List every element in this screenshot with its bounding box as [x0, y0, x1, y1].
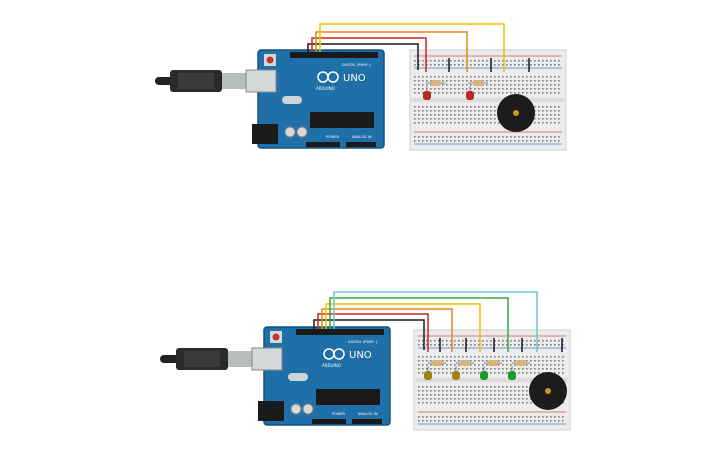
atmega-chip	[316, 389, 380, 405]
power-label: POWER	[326, 135, 340, 139]
led-red[interactable]	[466, 86, 474, 100]
digital-header	[290, 52, 378, 58]
digital-header	[296, 329, 384, 335]
digital-label: DIGITAL (PWM~)	[348, 340, 378, 344]
led-yellow[interactable]	[452, 366, 460, 380]
usb-port	[245, 69, 277, 93]
breadboard[interactable]	[409, 49, 567, 151]
digital-label: DIGITAL (PWM~)	[342, 63, 372, 67]
analog-label: ANALOG IN	[358, 412, 378, 416]
resistor[interactable]	[512, 360, 530, 366]
breadboard-holes	[418, 340, 564, 346]
led-green[interactable]	[480, 366, 488, 380]
usb-cable[interactable]	[155, 69, 277, 93]
power-jack	[258, 401, 284, 421]
piezo-buzzer[interactable]	[529, 372, 567, 410]
wire-cyan[interactable]	[333, 291, 538, 352]
wire-red[interactable]	[311, 37, 427, 72]
circuit-1: UNO ARDUINO DIGITAL (PWM~) POWER ANALOG …	[155, 23, 567, 151]
wire-black[interactable]	[307, 43, 419, 70]
usb-port	[251, 347, 283, 371]
breadboard-holes	[414, 76, 560, 94]
atmega-chip	[310, 112, 374, 128]
board-logo-text: ARDUINO	[322, 363, 341, 368]
wire-red[interactable]	[317, 313, 429, 352]
analog-label: ANALOG IN	[352, 135, 372, 139]
wires	[313, 291, 563, 352]
arduino-board[interactable]: UNO ARDUINO DIGITAL (PWM~) POWER ANALOG …	[245, 49, 385, 149]
resistor[interactable]	[428, 360, 446, 366]
resistor[interactable]	[426, 80, 446, 86]
led-green[interactable]	[508, 366, 516, 380]
wire-green[interactable]	[329, 297, 509, 352]
wire-yellow[interactable]	[319, 23, 505, 72]
resistor[interactable]	[484, 360, 502, 366]
board-logo-text: ARDUINO	[316, 86, 335, 91]
led-red[interactable]	[423, 86, 431, 100]
wires	[307, 23, 530, 72]
breadboard-holes	[414, 60, 560, 66]
power-label: POWER	[332, 412, 346, 416]
resistor[interactable]	[468, 80, 488, 86]
circuit-2: UNO ARDUINO DIGITAL (PWM~) POWER ANALOG …	[160, 291, 571, 431]
breadboard-holes	[414, 136, 560, 142]
wire-orange[interactable]	[315, 31, 468, 72]
arduino-board[interactable]: UNO ARDUINO DIGITAL (PWM~) POWER ANALOG …	[251, 326, 391, 426]
power-jack	[252, 124, 278, 144]
wire-orange[interactable]	[321, 308, 453, 352]
resistor[interactable]	[456, 360, 474, 366]
piezo-buzzer[interactable]	[497, 94, 535, 132]
wire-black[interactable]	[313, 319, 425, 350]
wire-yellow[interactable]	[325, 303, 481, 352]
led-yellow[interactable]	[424, 366, 432, 380]
board-model: UNO	[343, 73, 366, 84]
breadboard-holes	[418, 416, 564, 422]
board-model: UNO	[349, 350, 372, 361]
